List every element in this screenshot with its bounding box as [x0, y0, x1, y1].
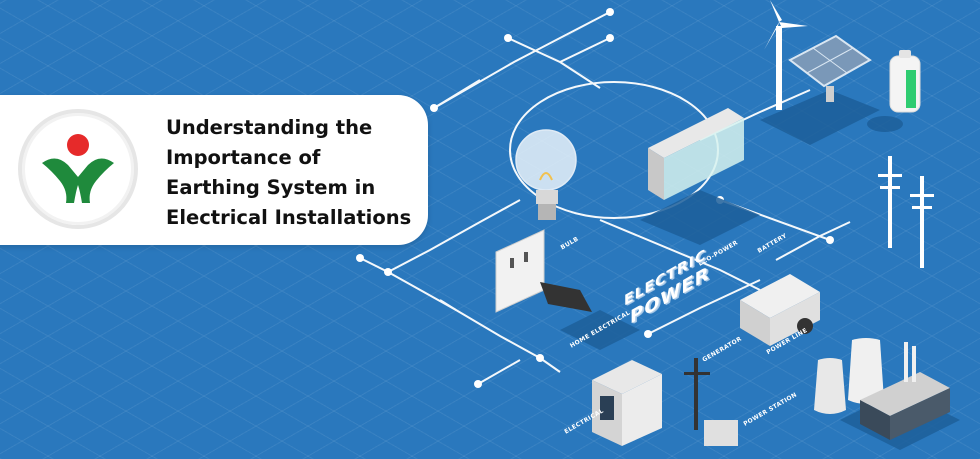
- logo-mark-icon: [42, 134, 114, 203]
- title-card: Understanding the Importance of Earthing…: [0, 95, 428, 245]
- solar-panel: [788, 34, 872, 102]
- wind-turbine: [764, 0, 808, 110]
- title-line: Earthing System in: [166, 176, 376, 199]
- transformer-pole: [684, 358, 738, 446]
- logo: [18, 109, 138, 229]
- title-line: Importance of: [166, 146, 321, 169]
- generator: [740, 274, 820, 346]
- power-station: [814, 338, 950, 440]
- electrical-cabinet: [592, 360, 662, 446]
- light-bulb: [515, 129, 577, 220]
- electric-panel: [648, 108, 744, 200]
- power-outlet: [495, 229, 592, 313]
- battery: [889, 50, 921, 113]
- power-line-poles: [878, 156, 934, 268]
- connector-dots: [356, 8, 834, 388]
- page-title: Understanding the Importance of Earthing…: [166, 113, 416, 233]
- title-line: Electrical Installations: [166, 206, 412, 229]
- title-line: Understanding the: [166, 116, 373, 139]
